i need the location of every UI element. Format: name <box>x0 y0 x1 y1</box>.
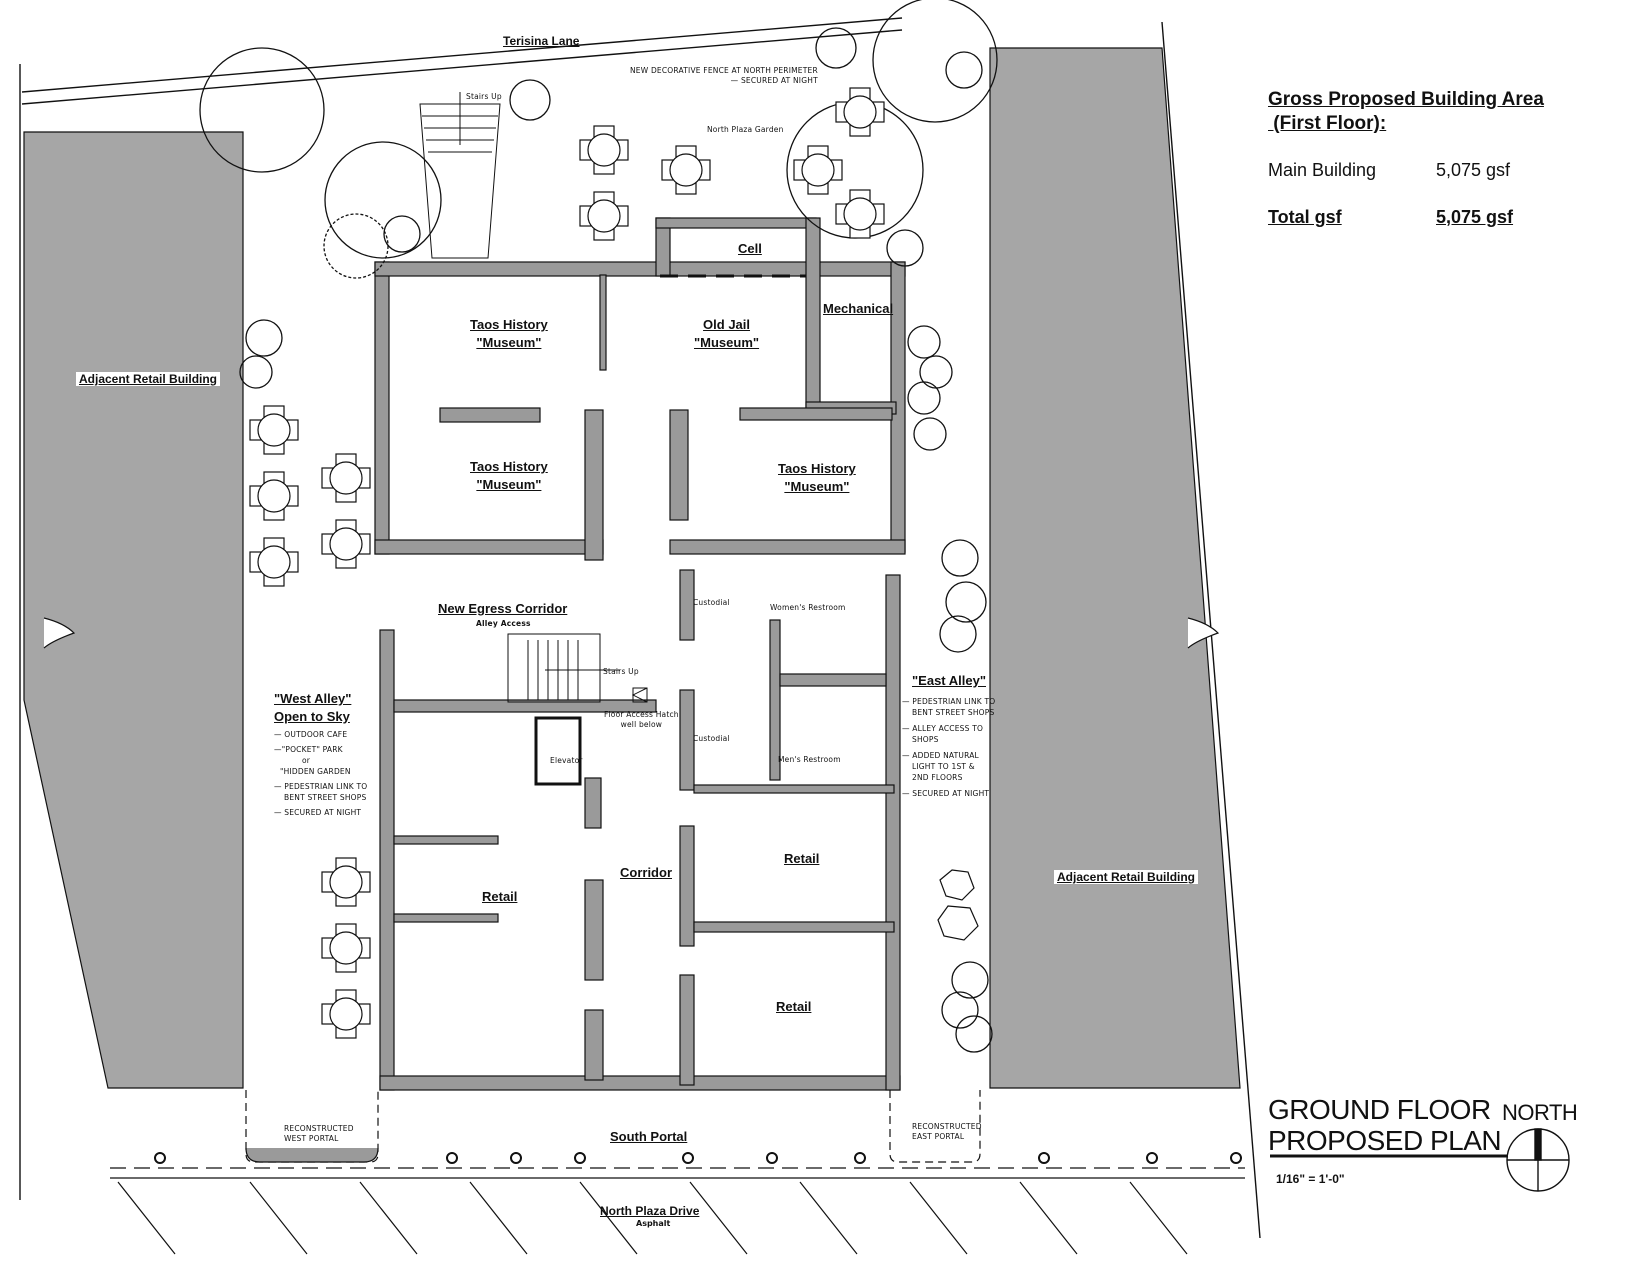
east-alley-note: — SECURED AT NIGHT <box>902 789 990 798</box>
area-row-label: Main Building <box>1268 160 1377 180</box>
east-alley-note: — ADDED NATURAL <box>902 751 979 760</box>
room-retail-east-1: Retail <box>784 851 820 866</box>
area-row-label: Total gsf <box>1268 207 1342 227</box>
south-portal-label: South Portal <box>610 1129 688 1144</box>
trees <box>199 0 998 1053</box>
drawing-title-line1: GROUND FLOOR <box>1268 1094 1491 1125</box>
west-alley-note: — OUTDOOR CAFE <box>274 730 348 739</box>
drawing-title-line2: PROPOSED PLAN <box>1268 1125 1502 1156</box>
drawing-scale: 1/16" = 1'-0" <box>1276 1172 1345 1186</box>
room-retail-east-2: Retail <box>776 999 812 1014</box>
room-name: Old Jail <box>703 317 751 332</box>
bollards <box>154 1152 1242 1164</box>
hatch-line2: well below <box>620 720 663 729</box>
street-label-south: North Plaza Drive <box>600 1204 700 1218</box>
elevator-label: Elevator <box>550 756 583 765</box>
room-sub: "Museum" <box>694 335 760 350</box>
room-taos-history-sw: Taos History "Museum" <box>470 458 548 494</box>
west-alley-title-2: Open to Sky <box>274 709 350 724</box>
street-edge-north <box>21 17 903 93</box>
portal-line1: RECONSTRUCTED <box>284 1124 354 1133</box>
west-alley-notes: "West Alley" Open to Sky — OUTDOOR CAFE … <box>274 690 367 818</box>
cafe-tables <box>249 87 885 1039</box>
room-name: Taos History <box>470 317 548 332</box>
north-stairs-label: Stairs Up <box>466 92 502 101</box>
room-cell: Cell <box>738 241 762 256</box>
area-row-total: Total gsf 5,075 gsf <box>1268 207 1544 228</box>
west-portal-label: RECONSTRUCTED WEST PORTAL <box>284 1124 354 1144</box>
east-alley-notes: "East Alley" — PEDESTRIAN LINK TO BENT S… <box>902 672 995 799</box>
drawing-title: GROUND FLOOR PROPOSED PLAN <box>1268 1094 1502 1156</box>
area-row-value: 5,075 gsf <box>1436 160 1511 180</box>
east-alley-note: — ALLEY ACCESS TO <box>902 724 984 733</box>
north-garden-label: North Plaza Garden <box>707 125 784 134</box>
hatch-line1: Floor Access Hatch <box>604 710 679 719</box>
east-alley-note: LIGHT TO 1ST & <box>912 762 975 771</box>
north-label: NORTH <box>1502 1100 1578 1125</box>
area-row-main: Main Building 5,075 gsf <box>1268 160 1544 181</box>
fence-note-line1: NEW DECORATIVE FENCE AT NORTH PERIMETER <box>630 66 818 75</box>
area-title-2: (First Floor): <box>1268 113 1387 134</box>
east-alley-note: BENT STREET SHOPS <box>912 708 995 717</box>
area-title-1: Gross Proposed Building Area <box>1268 89 1544 110</box>
room-taos-history-east: Taos History "Museum" <box>778 460 856 496</box>
portal-line2: EAST PORTAL <box>912 1132 965 1141</box>
fence-note-line2: — SECURED AT NIGHT <box>730 76 818 85</box>
west-alley-note: or <box>302 756 311 765</box>
stairs-interior <box>507 633 648 786</box>
west-alley-note: — PEDESTRIAN LINK TO <box>274 782 368 791</box>
adjacent-building-west <box>23 131 244 1089</box>
room-sub: "Museum" <box>784 479 850 494</box>
east-portal-label: RECONSTRUCTED EAST PORTAL <box>912 1122 982 1142</box>
west-alley-title-1: "West Alley" <box>274 691 352 706</box>
stairs-north <box>419 92 501 259</box>
adjacent-building-east-label: Adjacent Retail Building <box>1054 870 1199 884</box>
egress-sub: Alley Access <box>476 619 531 628</box>
custodial-label-1: Custodial <box>693 598 730 607</box>
room-retail-west: Retail <box>482 889 518 904</box>
room-mechanical: Mechanical <box>823 301 894 316</box>
west-alley-note: "HIDDEN GARDEN <box>280 767 351 776</box>
west-alley-note: — SECURED AT NIGHT <box>274 808 362 817</box>
street-surface: Asphalt <box>636 1219 671 1228</box>
west-alley-note: —"POCKET" PARK <box>274 745 343 754</box>
west-alley-note: BENT STREET SHOPS <box>284 793 367 802</box>
area-row-value: 5,075 gsf <box>1436 207 1514 227</box>
room-sub: "Museum" <box>476 335 542 350</box>
room-taos-history-nw: Taos History "Museum" <box>470 316 548 352</box>
fence-note: NEW DECORATIVE FENCE AT NORTH PERIMETER … <box>630 66 818 86</box>
custodial-label-2: Custodial <box>693 734 730 743</box>
womens-restroom-label: Women's Restroom <box>770 603 846 612</box>
room-name: Taos History <box>778 461 856 476</box>
room-egress-corridor: New Egress Corridor <box>438 601 568 616</box>
room-sub: "Museum" <box>476 477 542 492</box>
east-alley-title: "East Alley" <box>912 673 986 688</box>
area-table: Gross Proposed Building Area (First Floo… <box>1268 88 1544 228</box>
stairs-up-label: Stairs Up <box>603 667 639 676</box>
adjacent-building-east <box>989 47 1241 1089</box>
portal-line2: WEST PORTAL <box>284 1134 339 1143</box>
room-old-jail: Old Jail "Museum" <box>694 316 759 352</box>
floor-hatch-label: Floor Access Hatch well below <box>604 710 679 730</box>
mens-restroom-label: Men's Restroom <box>778 755 841 764</box>
room-name: Taos History <box>470 459 548 474</box>
east-alley-note: 2ND FLOORS <box>912 773 963 782</box>
east-alley-note: — PEDESTRIAN LINK TO <box>902 697 996 706</box>
street-label-north: Terisina Lane <box>503 34 580 48</box>
adjacent-building-west-label: Adjacent Retail Building <box>76 372 221 386</box>
east-alley-note: SHOPS <box>912 735 939 744</box>
portal-line1: RECONSTRUCTED <box>912 1122 982 1131</box>
room-corridor: Corridor <box>620 865 672 880</box>
north-arrow-icon <box>1506 1128 1570 1192</box>
